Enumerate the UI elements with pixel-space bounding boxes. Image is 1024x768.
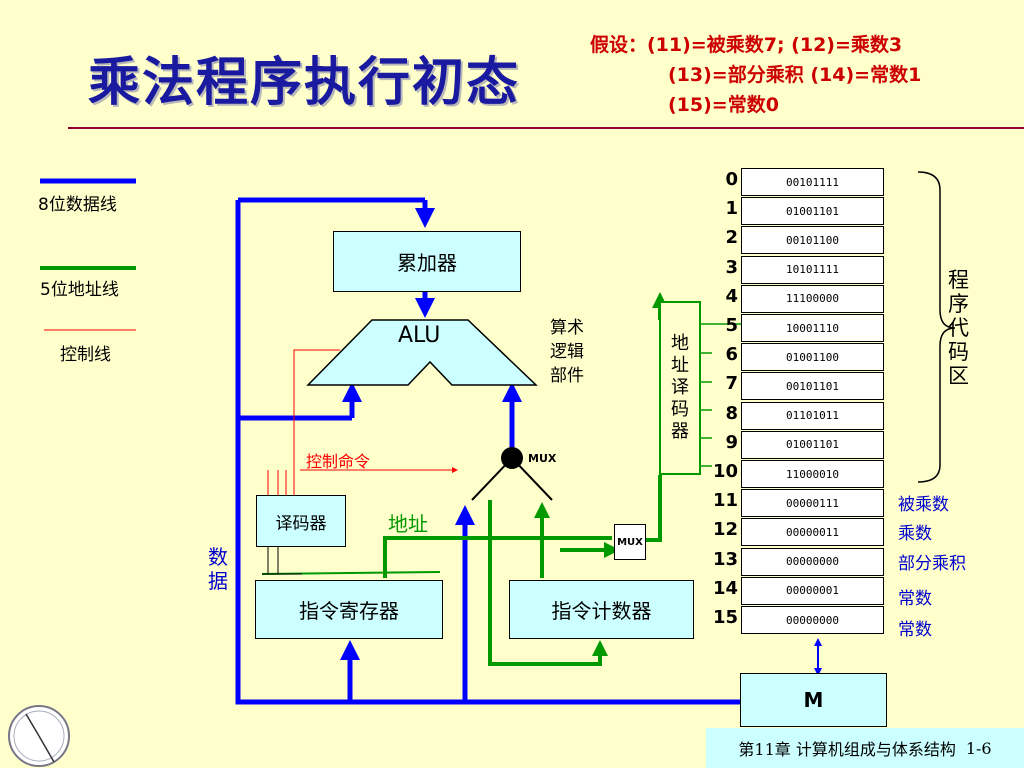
alu-description: 算术 逻辑 部件 (550, 318, 584, 386)
footer-page: 1-6 (965, 738, 992, 758)
code-region-bracket (917, 171, 956, 483)
data-label-constant-0: 常数 (898, 620, 932, 640)
memory-address: 11 (712, 490, 738, 512)
memory-address: 10 (712, 461, 738, 482)
mux-small-box: MUX (614, 524, 646, 560)
alu-shape (306, 319, 538, 386)
legend-ctrl-label: 控制线 (60, 345, 111, 365)
memory-cell: 11100000 (741, 284, 884, 313)
legend-addr-label: 5位地址线 (40, 280, 119, 300)
memory-address: 4 (725, 285, 738, 307)
memory-cell: 00101111 (741, 168, 884, 196)
memory-address: 6 (725, 344, 738, 366)
memory-cell: 00000011 (741, 518, 884, 547)
data-label-multiplicand: 被乘数 (898, 495, 949, 515)
memory-address: 7 (725, 373, 738, 395)
accumulator-box: 累加器 (333, 231, 521, 292)
instruction-register-box: 指令寄存器 (255, 580, 443, 639)
data-vertical-label: 数 据 (208, 545, 228, 593)
memory-address: 8 (725, 402, 738, 424)
address-label: 地址 (388, 512, 428, 536)
clock-icon (8, 705, 70, 767)
footer-bar: 第11章 计算机组成与体系结构 1-6 (706, 728, 1024, 768)
footer-chapter: 第11章 计算机组成与体系结构 (738, 740, 956, 759)
memory-cell: 00000111 (741, 489, 884, 518)
control-command-label: 控制命令 (306, 452, 371, 471)
memory-cell: 01001101 (741, 197, 884, 226)
memory-cell: 00000000 (741, 547, 884, 576)
memory-address: 14 (712, 577, 738, 599)
page-title: 乘法程序执行初态 (88, 53, 521, 113)
assumption-line-3: (15)=常数0 (668, 94, 779, 116)
memory-address: 15 (712, 607, 738, 628)
memory-box: M (740, 673, 887, 727)
program-counter-box: 指令计数器 (509, 580, 694, 639)
memory-address: 2 (725, 227, 738, 249)
data-label-multiplier: 乘数 (898, 524, 932, 544)
memory-address: 12 (712, 519, 738, 541)
alu-label: ALU (398, 323, 441, 348)
decoder-box: 译码器 (256, 495, 346, 547)
mux-top-label: MUX (528, 452, 557, 465)
memory-cell: 00000000 (741, 606, 884, 634)
memory-cell: 11000010 (741, 460, 884, 488)
legend-data-label: 8位数据线 (38, 195, 117, 215)
memory-cell: 10001110 (741, 314, 884, 342)
memory-cell: 01001100 (741, 343, 884, 372)
data-label-partial-product: 部分乘积 (898, 554, 966, 574)
address-decoder-box: 地 址 译 码 器 (659, 301, 701, 475)
code-region-label: 程 序 代 码 区 (948, 268, 969, 388)
memory-cell: 00000001 (741, 576, 884, 605)
memory-address: 9 (725, 431, 738, 453)
memory-cell: 10101111 (741, 255, 884, 284)
title-divider (68, 127, 1024, 129)
data-label-constant-1: 常数 (898, 589, 932, 609)
memory-cell: 00101100 (741, 226, 884, 255)
memory-address: 5 (725, 315, 738, 336)
memory-address: 1 (725, 198, 738, 220)
memory-cell: 01101011 (741, 401, 884, 430)
assumption-line-1: 假设：(11)=被乘数7; (12)=乘数3 (590, 34, 903, 56)
memory-cell: 01001101 (741, 430, 884, 459)
memory-address: 3 (725, 256, 738, 278)
memory-address: 0 (725, 169, 738, 190)
memory-cell: 00101101 (741, 372, 884, 401)
assumption-line-2: (13)=部分乘积 (14)=常数1 (668, 64, 922, 86)
memory-address: 13 (712, 548, 738, 570)
